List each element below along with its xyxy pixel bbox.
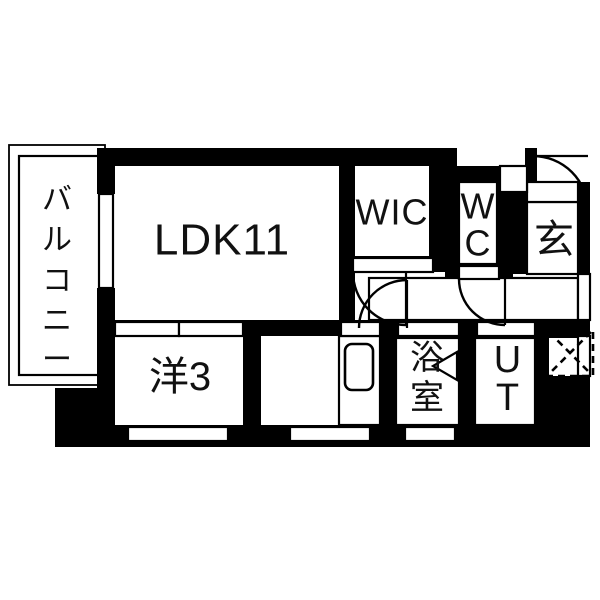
window-right-mid[interactable] <box>576 272 592 322</box>
balcony-char-3: コ <box>42 265 72 298</box>
wall-ldk-bottom-right <box>261 320 355 336</box>
label-balcony: バ ル コ ニ ー <box>42 184 72 377</box>
corridor-gap <box>355 272 371 280</box>
balcony-char-5: ー <box>42 344 72 377</box>
bathroom-door-triangle[interactable] <box>430 350 459 382</box>
genkan-step-opening[interactable] <box>525 180 580 204</box>
bathroom-outline <box>394 336 461 427</box>
wc-door-arc <box>457 278 506 327</box>
label-genkan: 玄 <box>534 218 574 262</box>
sink-basin-icon <box>343 342 375 392</box>
room-ldk-interior <box>115 166 339 320</box>
window-bedroom-bottom[interactable] <box>126 425 230 443</box>
window-ldk-bottom[interactable] <box>288 425 372 443</box>
wall-genkan-left <box>513 182 527 274</box>
label-wc-line2: C <box>465 223 492 264</box>
label-wc-line1: W <box>461 186 496 227</box>
wall-ldk-left-upper <box>97 148 115 194</box>
wall-bath-left <box>380 336 396 432</box>
bedroom-sliding-door-panel-right[interactable] <box>177 320 245 338</box>
window-bathroom-bottom[interactable] <box>403 425 457 443</box>
entrance-door-arc <box>532 154 590 212</box>
utility-outline <box>473 336 537 427</box>
label-ldk: LDK11 <box>154 216 290 265</box>
wall-top-main <box>97 148 457 166</box>
kitchen-counter-opening <box>339 320 382 338</box>
label-bathroom-line1: 浴 <box>410 339 444 377</box>
room-interiors <box>115 166 578 425</box>
label-bathroom-line2: 室 <box>410 379 444 417</box>
door-swings <box>351 154 590 382</box>
balcony-char-2: ル <box>42 224 72 257</box>
wall-right-upper <box>578 182 590 272</box>
room-wic-interior <box>355 166 429 256</box>
wall-ut-right-block <box>535 376 590 436</box>
room-utility-interior <box>475 338 535 425</box>
wc-doorway[interactable] <box>457 264 501 281</box>
balcony-char-1: バ <box>42 184 72 217</box>
room-bedroom-interior <box>115 336 243 425</box>
wic-doorway[interactable] <box>351 256 435 274</box>
washing-machine-space-cross <box>548 331 592 375</box>
wall-wic-left <box>339 148 355 270</box>
label-bedroom: 洋3 <box>149 355 211 399</box>
room-labels: バ ル コ ニ ー LDK11 洋3 WIC W C 玄 浴 室 U T <box>42 184 574 420</box>
label-utility-line2: T <box>496 377 520 419</box>
wc-tank-box <box>498 164 529 194</box>
hall-door-arc <box>357 278 408 329</box>
bedroom-sliding-door-panel-left[interactable] <box>113 320 181 338</box>
washing-machine-space-icon <box>545 328 595 378</box>
wic-door-arc <box>351 271 407 327</box>
wall-wc-right <box>497 182 513 278</box>
wall-ldk-right <box>339 272 355 332</box>
balcony-sliding-door[interactable] <box>97 192 115 290</box>
balcony-char-4: ニ <box>42 305 72 338</box>
wall-wic-right <box>429 148 445 270</box>
room-genkan-interior <box>527 202 578 274</box>
wall-wc-left <box>445 166 459 278</box>
fixtures-group <box>343 328 595 392</box>
room-bathroom-interior <box>396 338 459 425</box>
bathroom-doorway[interactable] <box>396 320 461 338</box>
wall-bath-right <box>459 336 475 432</box>
wall-bedroom-left <box>97 336 115 432</box>
wc-outline <box>457 180 499 266</box>
wall-bedroom-right <box>243 320 261 432</box>
room-wc-interior <box>459 182 497 264</box>
label-wic: WIC <box>356 192 429 233</box>
wall-ut-right <box>535 338 549 378</box>
label-utility-line1: U <box>494 339 522 381</box>
